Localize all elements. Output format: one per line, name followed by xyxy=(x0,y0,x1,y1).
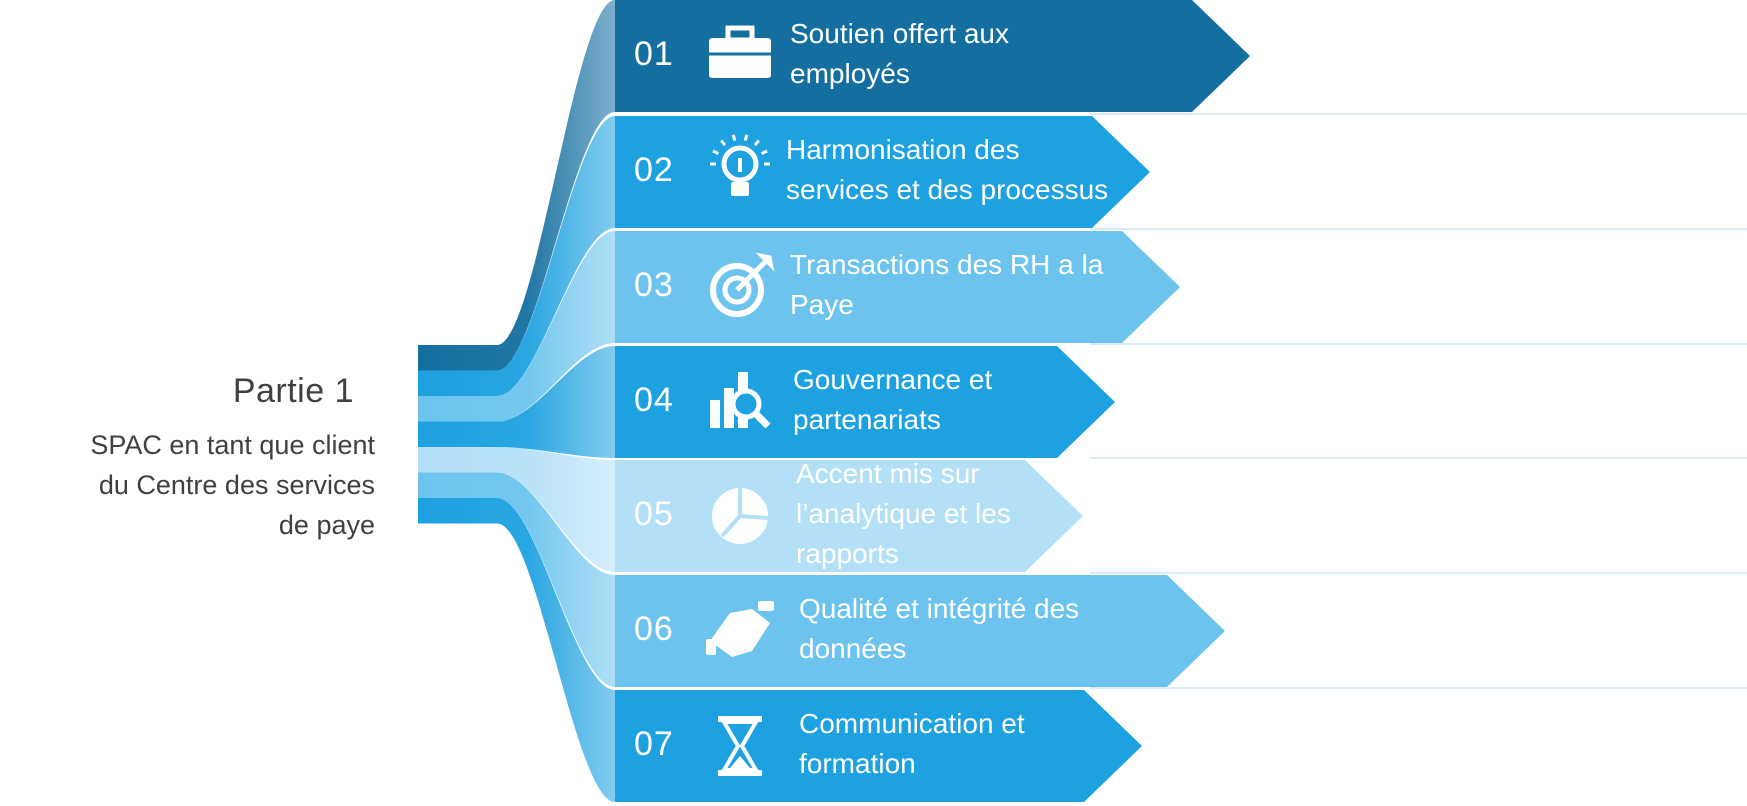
row-number-02: 02 xyxy=(634,151,674,189)
arrow-row-01 xyxy=(615,0,1250,112)
handshake-icon xyxy=(706,601,774,657)
part-title: Partie 1 xyxy=(232,372,354,410)
row-number-05: 05 xyxy=(634,495,674,533)
arrow-row-05 xyxy=(615,460,1083,572)
ribbon-connector-02 xyxy=(418,116,615,396)
part-subtitle-line: du Centre des services xyxy=(98,470,375,500)
row-label-07: Communication et formation xyxy=(799,708,1025,779)
pie-chart-icon xyxy=(712,488,769,544)
row-label-02: Harmonisation des services et des proces… xyxy=(786,134,1109,205)
ribbon-connector-04 xyxy=(418,346,615,458)
briefcase-icon xyxy=(709,25,771,78)
hourglass-icon xyxy=(718,716,762,776)
row-label-01: Soutien offert aux employés xyxy=(790,18,1009,89)
row-number-04: 04 xyxy=(634,381,674,419)
ribbon-connector-01 xyxy=(418,0,615,371)
part-subtitle-line: SPAC en tant que client xyxy=(90,430,375,460)
row-label-03: Transactions des RH a la Paye xyxy=(790,249,1104,320)
row-number-01: 01 xyxy=(634,35,674,73)
chart-search-icon xyxy=(710,372,771,429)
arrow-row-02 xyxy=(615,116,1150,228)
part-subtitle: SPAC en tant que client du Centre des se… xyxy=(15,425,375,545)
ribbon-connector-05 xyxy=(418,447,615,572)
part-subtitle-line: de paye xyxy=(278,510,375,540)
ribbon-connector-07 xyxy=(418,498,615,802)
ribbon-connector-06 xyxy=(418,472,615,687)
target-icon xyxy=(710,252,775,317)
row-number-07: 07 xyxy=(634,725,674,763)
row-label-05: Accent mis sur l’analytique et les rappo… xyxy=(796,458,1011,569)
row-number-03: 03 xyxy=(634,266,674,304)
row-label-06: Qualité et intégrité des données xyxy=(799,593,1080,664)
arrow-row-03 xyxy=(615,231,1180,343)
lightbulb-icon xyxy=(710,134,770,196)
row-number-06: 06 xyxy=(634,610,674,648)
row-label-04: Gouvernance et partenariats xyxy=(793,364,993,435)
ribbon-connector-03 xyxy=(418,231,615,422)
